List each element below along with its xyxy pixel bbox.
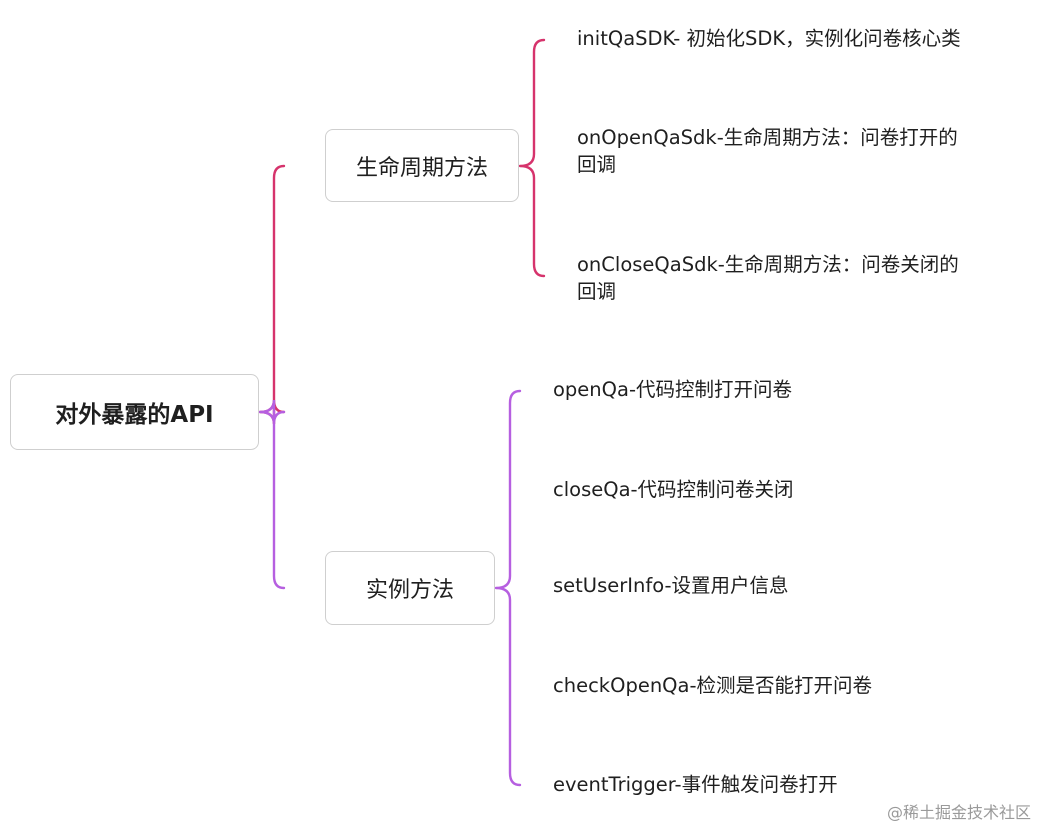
leaf-text-line1: eventTrigger-事件触发问卷打开 (553, 773, 838, 796)
leaf-set-user-info: setUserInfo-设置用户信息 (553, 572, 789, 599)
leaf-text-line1: onCloseQaSdk-生命周期方法：问卷关闭的 (577, 253, 959, 276)
leaf-text-line1: openQa-代码控制打开问卷 (553, 378, 792, 401)
leaf-text-line1: setUserInfo-设置用户信息 (553, 574, 789, 597)
root-label: 对外暴露的API (55, 402, 214, 428)
leaf-check-open-qa: checkOpenQa-检测是否能打开问卷 (553, 672, 872, 699)
connector-root-to-instance (258, 399, 286, 590)
connector-root-to-lifecycle (258, 164, 286, 425)
branch-node-instance: 实例方法 (325, 551, 495, 625)
leaf-close-qa: closeQa-代码控制问卷关闭 (553, 476, 794, 503)
leaf-init-qa-sdk: initQaSDK- 初始化SDK，实例化问卷核心类 (577, 25, 961, 52)
watermark: @稀土掘金技术社区 (886, 803, 1031, 822)
leaf-text-line1: initQaSDK- 初始化SDK，实例化问卷核心类 (577, 27, 961, 50)
leaf-on-close-qa-sdk: onCloseQaSdk-生命周期方法：问卷关闭的 回调 (577, 251, 959, 305)
leaf-text-line1: closeQa-代码控制问卷关闭 (553, 478, 794, 501)
branch-label-instance: 实例方法 (365, 578, 454, 603)
leaf-text-line2: 回调 (577, 153, 617, 176)
leaf-event-trigger: eventTrigger-事件触发问卷打开 (553, 771, 838, 798)
leaf-text-line2: 回调 (577, 280, 617, 303)
connector-instance-to-leaves (494, 389, 522, 787)
root-node: 对外暴露的API (10, 374, 259, 450)
branch-node-lifecycle: 生命周期方法 (325, 129, 519, 202)
branch-label-lifecycle: 生命周期方法 (355, 155, 488, 181)
leaf-text-line1: checkOpenQa-检测是否能打开问卷 (553, 674, 873, 697)
connector-lifecycle-to-leaves (518, 38, 546, 278)
leaf-on-open-qa-sdk: onOpenQaSdk-生命周期方法：问卷打开的 回调 (577, 124, 958, 178)
leaf-open-qa: openQa-代码控制打开问卷 (553, 376, 792, 403)
leaf-text-line1: onOpenQaSdk-生命周期方法：问卷打开的 (577, 126, 958, 149)
